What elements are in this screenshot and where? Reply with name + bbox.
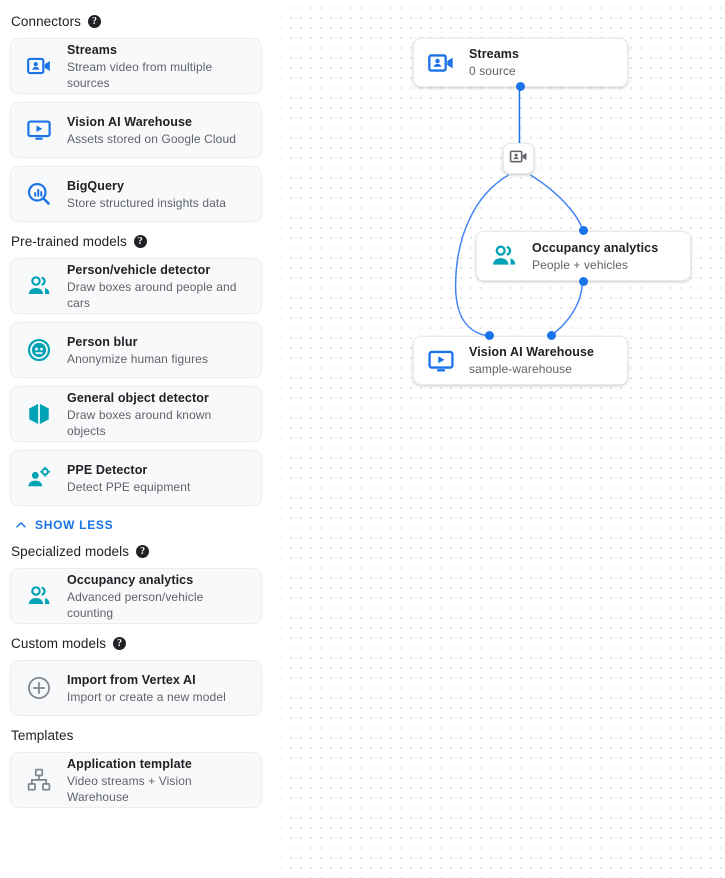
port-occupancy-output[interactable]	[579, 277, 588, 286]
card-title: Occupancy analytics	[67, 572, 194, 587]
cube-object-icon	[25, 400, 53, 428]
component-sidebar: Connectors ? Streams Stream video from m…	[0, 0, 272, 878]
card-text: Occupancy analytics Advanced person/vehi…	[67, 572, 249, 621]
help-icon[interactable]: ?	[136, 545, 150, 558]
section-header-custom-models: Custom models ?	[11, 636, 262, 651]
video-camera-person-icon	[426, 48, 456, 78]
graph-canvas[interactable]: Streams 0 source	[272, 0, 725, 878]
card-text: Import from Vertex AI Import or create a…	[67, 672, 226, 705]
card-vision-ai-warehouse[interactable]: Vision AI Warehouse Assets stored on Goo…	[10, 102, 262, 158]
card-text: Person/vehicle detector Draw boxes aroun…	[67, 262, 249, 311]
card-text: Vision AI Warehouse Assets stored on Goo…	[67, 114, 236, 147]
plus-circle-icon	[25, 674, 53, 702]
section-header-specialized-models: Specialized models ?	[11, 544, 262, 559]
card-text: Person blur Anonymize human figures	[67, 334, 208, 367]
help-icon[interactable]: ?	[113, 637, 127, 650]
card-subtitle: Draw boxes around known objects	[67, 407, 212, 438]
node-title: Streams	[469, 47, 520, 61]
card-title: BigQuery	[67, 178, 125, 193]
hierarchy-template-icon	[25, 766, 53, 794]
section-title: Pre-trained models	[11, 234, 127, 249]
card-title: Streams	[67, 42, 118, 57]
show-less-label: SHOW LESS	[35, 518, 114, 532]
help-icon[interactable]: ?	[133, 235, 147, 248]
edge-badge-to-warehouse	[454, 174, 509, 337]
card-title: General object detector	[67, 390, 209, 405]
video-camera-person-icon	[509, 147, 528, 171]
card-title: Application template	[67, 756, 192, 771]
card-text: General object detector Draw boxes aroun…	[67, 390, 249, 439]
card-subtitle: Import or create a new model	[67, 689, 226, 704]
card-subtitle: Assets stored on Google Cloud	[67, 131, 236, 146]
monitor-play-icon	[426, 346, 456, 376]
occupancy-people-icon	[25, 582, 53, 610]
edge-badge-to-occupancy	[530, 174, 584, 232]
card-subtitle: Advanced person/vehicle counting	[67, 589, 204, 620]
card-subtitle: Detect PPE equipment	[67, 479, 191, 494]
card-title: Person/vehicle detector	[67, 262, 211, 277]
card-subtitle: Stream video from multiple sources	[67, 59, 213, 90]
section-title: Custom models	[11, 636, 107, 651]
port-warehouse-input-left[interactable]	[485, 331, 494, 340]
port-warehouse-input-right[interactable]	[547, 331, 556, 340]
bigquery-magnifier-icon	[25, 180, 53, 208]
card-bigquery[interactable]: BigQuery Store structured insights data	[10, 166, 262, 222]
card-text: Streams Stream video from multiple sourc…	[67, 42, 249, 91]
section-title: Connectors	[11, 14, 82, 29]
chevron-up-icon	[14, 518, 28, 532]
ppe-detector-icon	[25, 464, 53, 492]
card-general-object-detector[interactable]: General object detector Draw boxes aroun…	[10, 386, 262, 442]
person-blur-icon	[25, 336, 53, 364]
card-occupancy-analytics[interactable]: Occupancy analytics Advanced person/vehi…	[10, 568, 262, 624]
node-text: Occupancy analytics People + vehicles	[532, 240, 658, 273]
graph-node-stream-badge[interactable]	[503, 143, 534, 174]
port-streams-output[interactable]	[516, 82, 525, 91]
card-application-template[interactable]: Application template Video streams + Vis…	[10, 752, 262, 808]
node-text: Streams 0 source	[469, 46, 519, 79]
card-title: PPE Detector	[67, 462, 148, 477]
port-occupancy-input[interactable]	[579, 226, 588, 235]
graph-node-streams[interactable]: Streams 0 source	[413, 38, 628, 87]
person-vehicle-icon	[25, 272, 53, 300]
card-import-from-vertex-ai[interactable]: Import from Vertex AI Import or create a…	[10, 660, 262, 716]
occupancy-people-icon	[489, 241, 519, 271]
card-title: Person blur	[67, 334, 138, 349]
video-camera-person-icon	[25, 52, 53, 80]
node-subtitle: 0 source	[469, 64, 516, 78]
graph-node-vision-ai-warehouse[interactable]: Vision AI Warehouse sample-warehouse	[413, 336, 628, 385]
node-text: Vision AI Warehouse sample-warehouse	[469, 344, 594, 377]
section-header-templates: Templates	[11, 728, 262, 743]
graph-node-occupancy-analytics[interactable]: Occupancy analytics People + vehicles	[476, 231, 691, 281]
card-subtitle: Draw boxes around people and cars	[67, 279, 237, 310]
node-subtitle: People + vehicles	[532, 257, 629, 272]
node-title: Occupancy analytics	[532, 240, 659, 255]
card-streams[interactable]: Streams Stream video from multiple sourc…	[10, 38, 262, 94]
section-title: Specialized models	[11, 544, 130, 559]
card-ppe-detector[interactable]: PPE Detector Detect PPE equipment	[10, 450, 262, 506]
card-title: Import from Vertex AI	[67, 672, 196, 687]
edge-occupancy-to-warehouse	[549, 280, 584, 337]
card-subtitle: Anonymize human figures	[67, 351, 209, 366]
section-title: Templates	[11, 728, 74, 743]
card-text: PPE Detector Detect PPE equipment	[67, 462, 190, 495]
help-icon[interactable]: ?	[88, 15, 102, 28]
graph-edges	[454, 87, 584, 337]
card-person-vehicle-detector[interactable]: Person/vehicle detector Draw boxes aroun…	[10, 258, 262, 314]
card-subtitle: Video streams + Vision Warehouse	[67, 773, 192, 804]
monitor-play-icon	[25, 116, 53, 144]
card-person-blur[interactable]: Person blur Anonymize human figures	[10, 322, 262, 378]
node-subtitle: sample-warehouse	[469, 362, 572, 376]
card-text: Application template Video streams + Vis…	[67, 756, 249, 805]
show-less-button[interactable]: SHOW LESS	[14, 518, 262, 532]
card-title: Vision AI Warehouse	[67, 114, 193, 129]
section-header-pre-trained-models: Pre-trained models ?	[11, 234, 262, 249]
node-title: Vision AI Warehouse	[469, 345, 595, 359]
section-header-connectors: Connectors ?	[11, 14, 262, 29]
card-text: BigQuery Store structured insights data	[67, 178, 226, 211]
card-subtitle: Store structured insights data	[67, 195, 227, 210]
